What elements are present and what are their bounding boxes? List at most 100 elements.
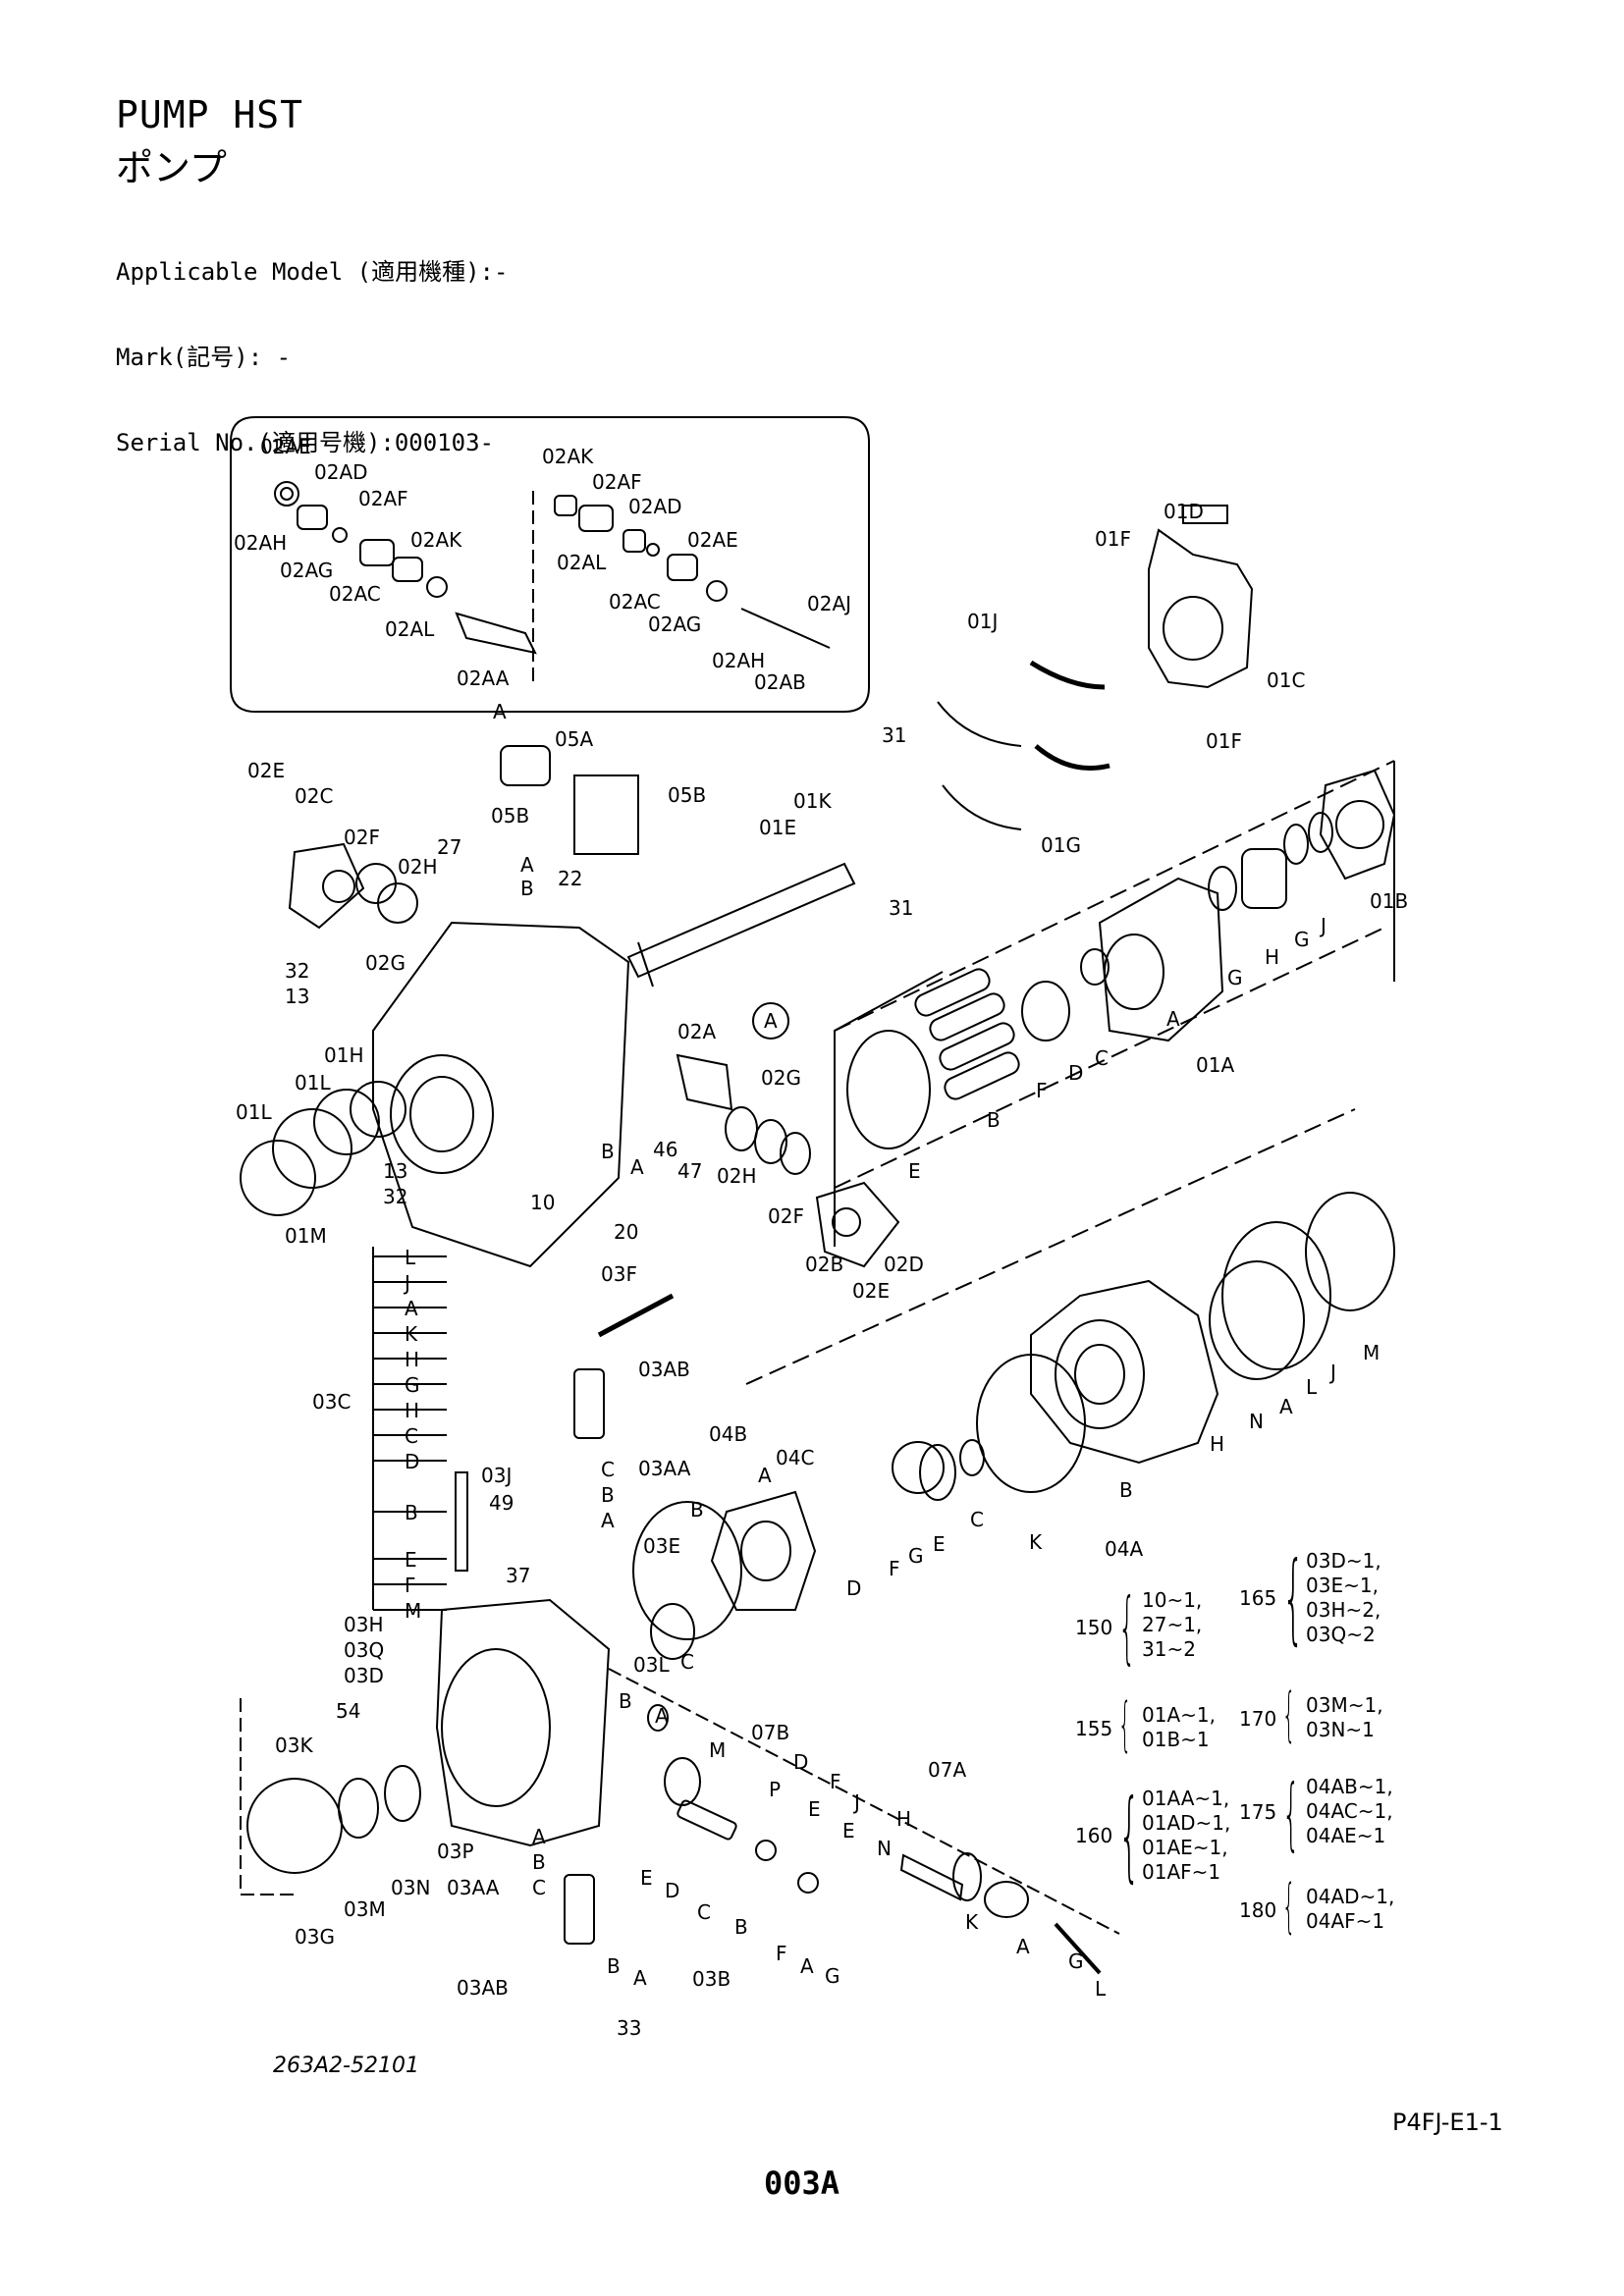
- applicable-model: Applicable Model (適用機種):-: [116, 258, 509, 286]
- callout-D: D: [1068, 1061, 1083, 1085]
- callout-D: D: [846, 1576, 861, 1600]
- callout-02AC: 02AC: [609, 590, 661, 614]
- callout-K: K: [965, 1910, 979, 1934]
- callout-C: C: [680, 1650, 694, 1674]
- callout-B: B: [690, 1498, 704, 1522]
- callout-L: L: [1306, 1375, 1318, 1399]
- kit-item: 01AD~1,: [1142, 1811, 1231, 1835]
- model-info: Applicable Model (適用機種):- Mark(記号): - Se…: [116, 201, 508, 486]
- page-id: P4FJ-E1-1: [1392, 2109, 1503, 2136]
- callout-47: 47: [677, 1159, 702, 1183]
- callout-A: A: [630, 1155, 644, 1179]
- callout-03E: 03E: [643, 1534, 680, 1558]
- callout-02AE: 02AE: [260, 435, 311, 458]
- callout-H: H: [405, 1348, 419, 1371]
- callout-01A: 01A: [1196, 1053, 1234, 1077]
- callout-N: N: [1249, 1410, 1264, 1433]
- callout-E: E: [808, 1797, 821, 1821]
- callout-54: 54: [336, 1699, 360, 1723]
- callout-02AL: 02AL: [385, 617, 435, 641]
- callout-G: G: [1068, 1949, 1084, 1973]
- callout-02B: 02B: [805, 1253, 843, 1276]
- kit-qty: 155: [1075, 1717, 1113, 1740]
- callout-B: B: [607, 1954, 621, 1978]
- callout-A: A: [800, 1954, 814, 1978]
- kit-item: 04AD~1,: [1306, 1885, 1395, 1908]
- kit-item: 03D~1,: [1306, 1549, 1381, 1573]
- callout-C: C: [405, 1424, 418, 1448]
- kit-item: 01AF~1: [1142, 1860, 1221, 1884]
- callout-37: 37: [506, 1564, 530, 1587]
- kit-item: 01A~1,: [1142, 1703, 1216, 1727]
- callout-L: L: [1095, 1977, 1107, 2001]
- callout-03F: 03F: [601, 1262, 637, 1286]
- callout-02A: 02A: [677, 1020, 716, 1043]
- callout-02AF: 02AF: [592, 470, 642, 494]
- callout-02H: 02H: [717, 1164, 757, 1188]
- callout-46: 46: [653, 1138, 677, 1161]
- callout-03G: 03G: [295, 1925, 335, 1949]
- callout-32: 32: [383, 1185, 407, 1208]
- callout-03N: 03N: [391, 1876, 430, 1899]
- kit-items: 10~1, 27~1, 31~2: [1142, 1588, 1202, 1662]
- callout-H: H: [1210, 1432, 1224, 1456]
- callout-01D: 01D: [1164, 500, 1204, 523]
- callout-C: C: [532, 1876, 546, 1899]
- callout-03AB: 03AB: [457, 1976, 509, 2000]
- callout-02AG: 02AG: [648, 613, 701, 636]
- kit-qty: 160: [1075, 1824, 1113, 1847]
- kit-qty: 170: [1239, 1707, 1277, 1731]
- callout-M: M: [1363, 1341, 1380, 1364]
- kit-brace: {: [1282, 1872, 1296, 1941]
- page-number: 003A: [764, 2164, 840, 2202]
- callout-03AB: 03AB: [638, 1358, 690, 1381]
- callout-A: A: [633, 1966, 647, 1990]
- callout-02AA: 02AA: [457, 667, 510, 690]
- callout-B: B: [601, 1483, 615, 1507]
- callout-02F: 02F: [344, 826, 380, 849]
- callout-13: 13: [383, 1159, 407, 1183]
- kit-item: 04AE~1: [1306, 1824, 1386, 1847]
- callout-02AD: 02AD: [628, 495, 682, 518]
- callout-C: C: [970, 1508, 984, 1531]
- callout-A: A: [520, 853, 534, 877]
- callout-G: G: [405, 1373, 420, 1397]
- callout-02AL: 02AL: [557, 551, 607, 574]
- callout-A: A: [758, 1464, 772, 1487]
- kit-brace: {: [1118, 1778, 1141, 1893]
- callout-01B: 01B: [1370, 889, 1408, 913]
- callout-A: A: [532, 1825, 546, 1848]
- callout-01F: 01F: [1095, 527, 1131, 551]
- callout-10: 10: [530, 1191, 555, 1214]
- callout-B: B: [532, 1850, 546, 1874]
- kit-brace: {: [1118, 1690, 1132, 1759]
- callout-G: G: [825, 1964, 840, 1988]
- callout-E: E: [640, 1866, 653, 1890]
- callout-05B: 05B: [668, 783, 706, 807]
- callout-H: H: [405, 1399, 419, 1422]
- kit-brace: {: [1118, 1581, 1136, 1673]
- callout-02AJ: 02AJ: [807, 592, 851, 615]
- callout-B: B: [601, 1140, 615, 1163]
- callout-N: N: [877, 1837, 892, 1860]
- kit-qty: 150: [1075, 1616, 1113, 1639]
- kit-item: 03H~2,: [1306, 1598, 1381, 1622]
- kit-qty: 180: [1239, 1898, 1277, 1922]
- callout-B: B: [405, 1501, 418, 1524]
- kit-brace: {: [1282, 1768, 1300, 1859]
- callout-04A: 04A: [1105, 1537, 1143, 1561]
- callout-03H: 03H: [344, 1613, 384, 1636]
- callout-27: 27: [437, 835, 461, 859]
- callout-B: B: [1119, 1478, 1133, 1502]
- callout-D: D: [405, 1450, 419, 1473]
- page-title-jp: ポンプ: [116, 146, 227, 189]
- callout-B: B: [619, 1689, 632, 1713]
- callout-02AK: 02AK: [410, 528, 462, 552]
- callout-A: A: [601, 1509, 615, 1532]
- callout-A-circled: A: [764, 1009, 778, 1033]
- mark: Mark(記号): -: [116, 344, 292, 371]
- kit-items: 04AD~1, 04AF~1: [1306, 1885, 1394, 1934]
- kit-item: 01AE~1,: [1142, 1836, 1228, 1859]
- callout-B: B: [987, 1108, 1001, 1132]
- callout-C: C: [601, 1458, 615, 1481]
